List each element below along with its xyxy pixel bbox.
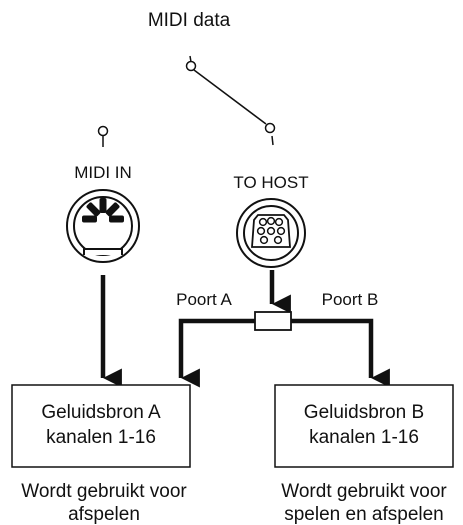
port-splitter [254,311,292,331]
caption-b-line1: Wordt gebruikt voor [281,481,447,502]
port-a-arrow [178,318,255,388]
midi-data-label: MIDI data [148,10,231,31]
to-host-label: TO HOST [233,173,308,192]
sound-source-a-channels: kanalen 1-16 [46,427,156,448]
selector-switch-icon [185,55,276,146]
caption-a-line2: afspelen [68,504,140,525]
sound-source-b-box [274,384,454,468]
sound-source-b-title: Geluidsbron B [304,402,424,423]
port-a-label: Poort A [176,290,232,309]
din-5-pin-connector-icon [66,189,140,263]
sound-source-a-box [11,384,191,468]
sound-source-b-channels: kanalen 1-16 [309,427,419,448]
caption-a-line1: Wordt gebruikt voor [21,481,187,502]
midi-in-terminal-icon [97,125,109,147]
caption-b-line2: spelen en afspelen [284,504,444,525]
port-b-arrow [291,318,390,388]
port-b-label: Poort B [322,290,379,309]
sound-source-a-title: Geluidsbron A [41,402,161,423]
midi-in-label: MIDI IN [74,163,132,182]
mini-din-8-pin-connector-icon [236,198,306,268]
